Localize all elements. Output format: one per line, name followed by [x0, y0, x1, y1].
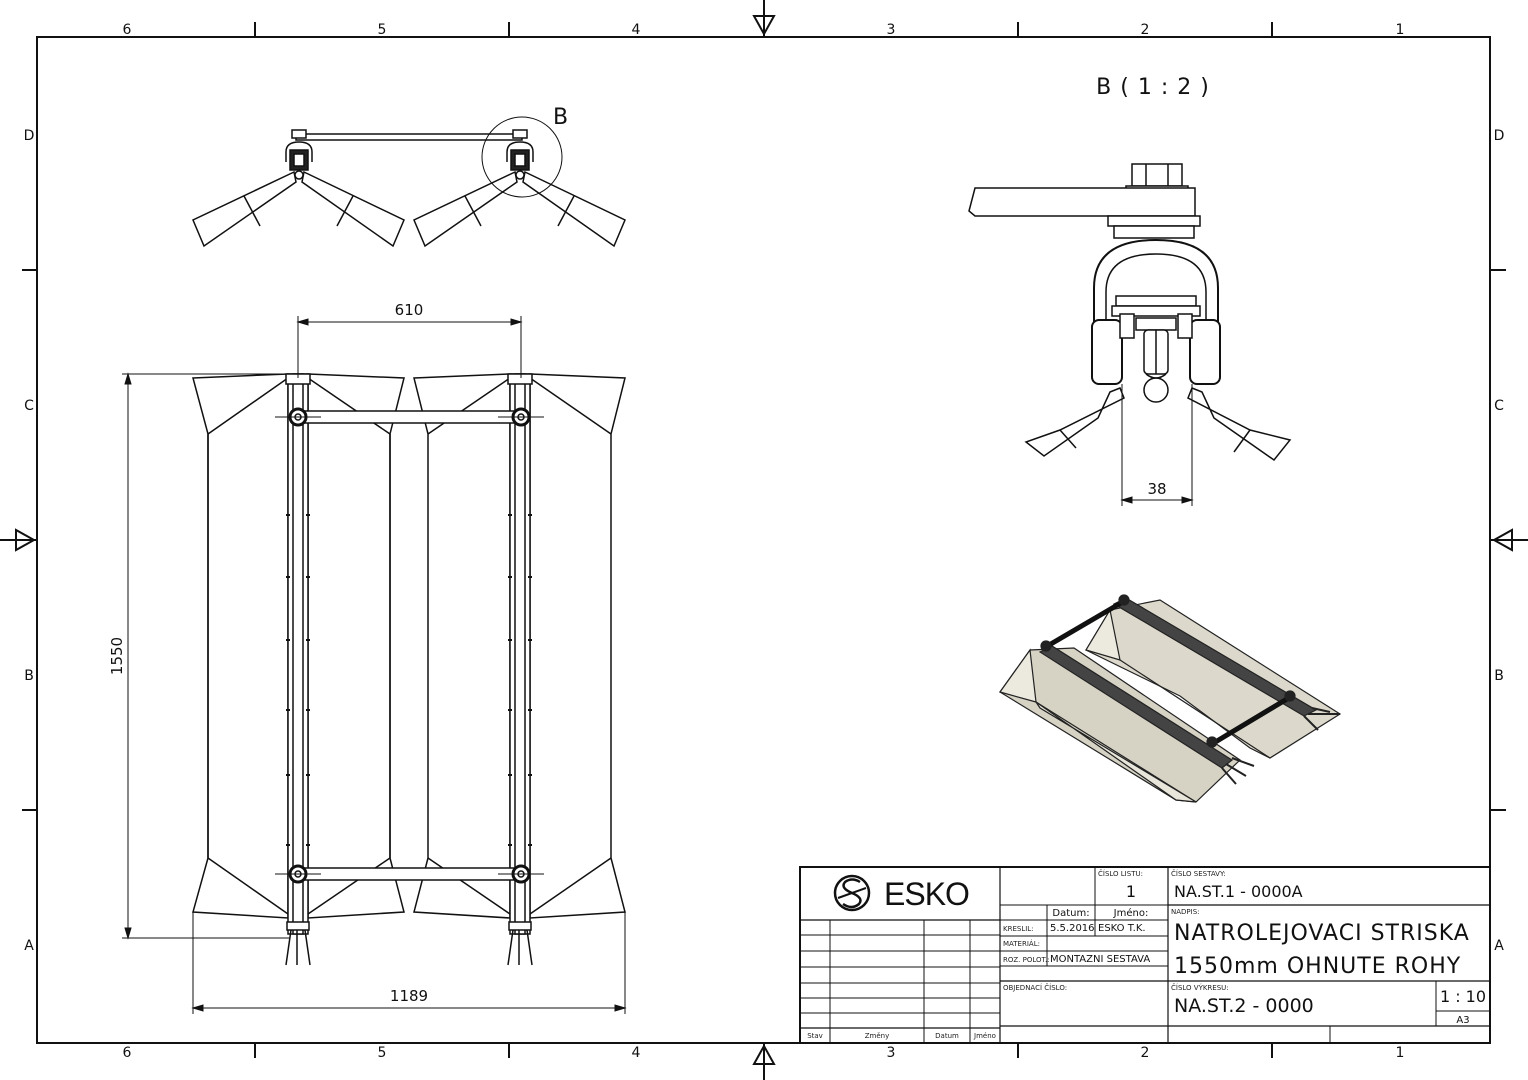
zone-label: D	[1494, 128, 1505, 144]
zone-labels-left: D C B A	[24, 128, 35, 954]
zone-label: B	[24, 668, 34, 684]
zone-label: A	[24, 938, 34, 954]
zone-label: C	[24, 398, 34, 414]
zone-label: 6	[123, 1045, 132, 1061]
zone-label: 2	[1141, 22, 1150, 38]
zone-label: C	[1494, 398, 1504, 414]
dimension-spacing: 610	[395, 301, 424, 319]
zone-label: 1	[1396, 1045, 1405, 1061]
semi-product-value: MONTAZNI SESTAVA	[1050, 954, 1150, 965]
drawn-date: 5.5.2016	[1050, 923, 1095, 934]
dimension-width: 1189	[390, 987, 428, 1005]
isometric-view	[999, 594, 1342, 803]
detail-b-circle	[481, 116, 563, 198]
front-view-bracket-left	[192, 129, 405, 248]
title-label: NADPIS:	[1171, 908, 1200, 916]
dimension-detail-width: 38	[1147, 480, 1166, 498]
revision-date-header: Datum	[935, 1032, 959, 1040]
drawing-no-label: ČÍSLO VÝKRESU:	[1171, 983, 1229, 992]
drawn-label: KRESLIL:	[1003, 925, 1034, 933]
drawing-title-line-2: 1550mm OHNUTE ROHY	[1174, 954, 1461, 979]
semi-product-label: ROZ. POLOT.:	[1003, 956, 1050, 964]
zone-labels-bottom: 6 5 4 3 2 1	[123, 1045, 1405, 1061]
plan-crossbar-bottom	[297, 867, 521, 881]
assembly-no-label: ČÍSLO SESTAVY:	[1171, 869, 1226, 878]
drawn-by: ESKO T.K.	[1098, 923, 1146, 934]
order-no-label: OBJEDNACÍ ČÍSLO:	[1003, 983, 1067, 992]
drawing-no: NA.ST.2 - 0000	[1174, 995, 1314, 1017]
plan-trolley-feet	[285, 921, 533, 966]
plan-bolts	[275, 407, 544, 884]
esko-logo	[833, 874, 871, 912]
plan-canopy-right	[413, 373, 626, 919]
format-value: A3	[1456, 1015, 1469, 1026]
detail-view-title: B ( 1 : 2 )	[1096, 75, 1210, 100]
detail-b-view	[968, 163, 1292, 506]
plan-canopy-left	[192, 373, 405, 919]
sheet-no: 1	[1126, 882, 1136, 901]
title-block	[799, 866, 1491, 1044]
zone-label: B	[1494, 668, 1504, 684]
zone-label: 2	[1141, 1045, 1150, 1061]
front-view-bracket-right	[413, 129, 626, 248]
zone-label: 3	[887, 1045, 896, 1061]
plan-view	[192, 373, 626, 966]
zone-label: 5	[378, 1045, 387, 1061]
company-name: ESKO	[884, 876, 969, 912]
name-label: Jméno:	[1113, 907, 1149, 919]
zone-label: 1	[1396, 22, 1405, 38]
zone-label: 4	[632, 1045, 641, 1061]
zone-labels-right: D C B A	[1494, 128, 1505, 954]
scale-value: 1 : 10	[1440, 987, 1486, 1006]
zone-label: 6	[123, 22, 132, 38]
zone-label: 3	[887, 22, 896, 38]
detail-marker-label: B	[553, 105, 569, 130]
dimension-length: 1550	[108, 637, 126, 675]
dimension-lines	[122, 316, 627, 1014]
front-view	[192, 116, 626, 248]
zone-label: 4	[632, 22, 641, 38]
zone-label: D	[24, 128, 35, 144]
zone-label: 5	[378, 22, 387, 38]
zone-label: A	[1494, 938, 1504, 954]
material-label: MATERIÁL:	[1003, 939, 1040, 948]
revision-name-header: Jméno	[973, 1032, 996, 1040]
revision-state-header: Stav	[807, 1032, 823, 1040]
sheet-no-label: ČÍSLO LISTU:	[1098, 869, 1143, 878]
zone-labels-top: 6 5 4 3 2 1	[123, 22, 1405, 38]
date-label: Datum:	[1052, 908, 1089, 919]
plan-crossbar-top	[297, 410, 521, 424]
assembly-no: NA.ST.1 - 0000A	[1174, 882, 1303, 901]
drawing-title-line-1: NATROLEJOVACI STRISKA	[1174, 921, 1470, 946]
revision-changes-header: Změny	[865, 1032, 890, 1040]
